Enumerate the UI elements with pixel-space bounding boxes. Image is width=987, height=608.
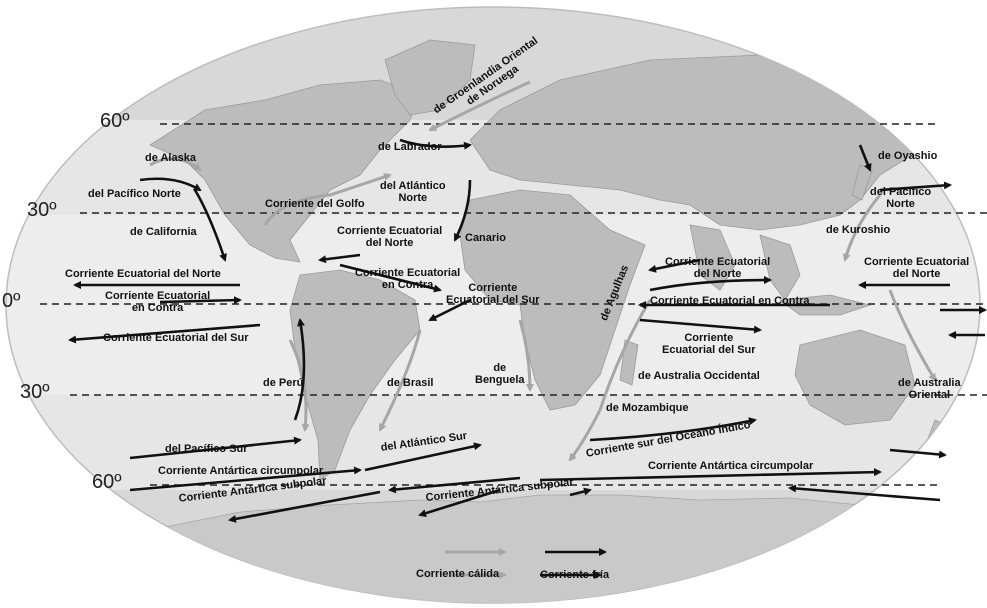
current-label-golfo: Corriente del Golfo xyxy=(265,198,365,210)
current-label-ecuatorial-sur-2: Corriente Ecuatorial del Sur xyxy=(446,282,540,306)
current-label-contra-3: Corriente Ecuatorial en Contra xyxy=(650,295,810,307)
current-label-australia-occ: de Australia Occidental xyxy=(638,370,760,382)
lat-label-60s: 60º xyxy=(92,471,122,493)
antarctica xyxy=(119,494,961,603)
africa xyxy=(459,189,646,411)
current-label-ecuatorial-sur-1: Corriente Ecuatorial del Sur xyxy=(103,332,249,344)
lat-label-60n: 60º xyxy=(100,110,130,132)
current-label-peru: de Perú xyxy=(263,377,304,389)
latitude-lines xyxy=(40,123,987,486)
current-label-pacifico-norte: del Pacífico Norte xyxy=(88,188,181,200)
land-masses xyxy=(149,39,946,481)
cold-currents xyxy=(68,138,987,579)
current-label-pacifico-norte-2: del Pacífico Norte xyxy=(870,186,932,210)
current-label-labrador: de Labrador xyxy=(378,141,442,153)
current-label-ecuatorial-sur-3: Corriente Ecuatorial del Sur xyxy=(662,332,756,356)
europe-asia xyxy=(469,54,931,231)
current-label-antartica-circ-1: Corriente Antártica circumpolar xyxy=(158,465,324,477)
current-label-ecuatorial-norte-1: Corriente Ecuatorial del Norte xyxy=(65,268,221,280)
current-label-australia-or: de Australia Oriental xyxy=(898,377,961,401)
current-label-benguela: de Benguela xyxy=(475,362,525,386)
current-label-kuroshio: de Kuroshio xyxy=(826,224,891,236)
current-label-mozambique: de Mozambique xyxy=(606,402,689,414)
current-label-contra-1: Corriente Ecuatorial en Contra xyxy=(105,290,211,314)
australia xyxy=(794,329,916,426)
current-label-canario: Canario xyxy=(465,232,506,244)
current-label-brasil: de Brasil xyxy=(387,377,434,389)
current-label-contra-2: Corriente Ecuatorial en Contra xyxy=(355,267,461,291)
legend-warm-label: Corriente cálida xyxy=(416,568,500,580)
current-label-pacifico-sur: del Pacífico Sur xyxy=(165,443,248,455)
current-label-ecuatorial-norte-3: Corriente Ecuatorial del Norte xyxy=(665,256,771,280)
legend-cold-label: Corriente fría xyxy=(540,569,610,581)
current-label-alaska: de Alaska xyxy=(145,152,196,164)
lat-label-equator: 0º xyxy=(2,290,21,312)
lat-label-30s: 30º xyxy=(20,381,50,403)
current-label-oyashio: de Oyashio xyxy=(878,150,938,162)
lat-label-30n: 30º xyxy=(27,199,57,221)
warm-currents xyxy=(149,80,937,579)
greenland xyxy=(384,39,476,116)
current-label-antartica-circ-2: Corriente Antártica circumpolar xyxy=(648,460,814,472)
north-america xyxy=(149,79,421,263)
current-label-california: de California xyxy=(130,226,197,238)
current-label-ecuatorial-norte-2: Corriente Ecuatorial del Norte xyxy=(337,225,443,249)
current-label-atlantico-norte: del Atlántico Norte xyxy=(380,180,446,204)
current-label-ecuatorial-norte-4: Corriente Ecuatorial del Norte xyxy=(864,256,970,280)
